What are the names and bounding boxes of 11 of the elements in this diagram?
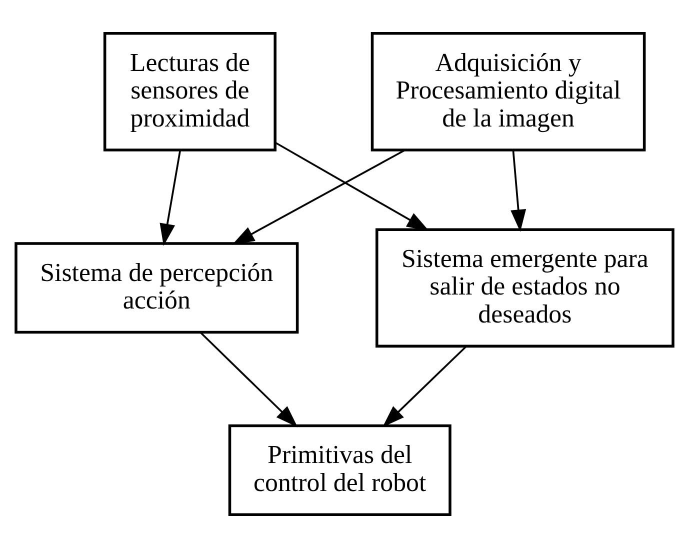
node-box: Lecturas de sensores de proximidad [103, 32, 276, 152]
arrow [274, 142, 430, 231]
arrow [382, 346, 468, 428]
node-box: Primitivas del control del robot [228, 424, 452, 516]
arrow [510, 150, 526, 232]
arrow [160, 150, 182, 246]
node-box: Adquisición y Procesamiento digital de la imagen [370, 32, 646, 152]
arrow [200, 332, 298, 428]
node-box: Sistema de percepción acción [14, 242, 299, 334]
arrow [232, 149, 406, 245]
node-box: Sistema emergente para salir de estados no deseados [376, 228, 674, 348]
